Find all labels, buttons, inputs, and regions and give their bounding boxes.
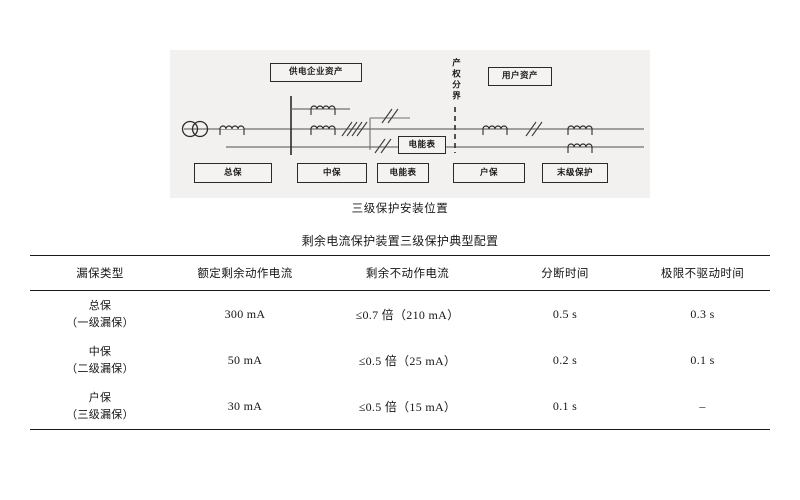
circuit-schematic [181, 96, 644, 155]
column-header-breaking-time: 分断时间 [541, 266, 589, 280]
figure-box-supply-enterprise-assets: 供电企业资产 [270, 63, 362, 82]
figure-box-label: 户保 [479, 167, 498, 178]
cell-leakage-type: 总保 （一级漏保） [30, 291, 170, 338]
cell-leakage-type: 中保 （二级漏保） [30, 337, 170, 383]
figure-diagram: 供电企业资产 用户资产 产权分界 电能表 总保 中保 电能表 户保 末级保护 [170, 50, 650, 198]
cell-limit-non-actuating-time: 0.3 s [690, 306, 715, 321]
cell-breaking-time: 0.2 s [552, 352, 578, 367]
table-row: 户保 （三级漏保） 30 mA ≤0.5 倍（15 mA） 0.1 s – [30, 383, 770, 430]
figure-box-label: 电能表 [389, 167, 417, 178]
table-row: 总保 （一级漏保） 300 mA ≤0.7 倍（210 mA） 0.5 s 0.… [30, 291, 770, 338]
figure-vertical-label-ownership-boundary: 产权分界 [450, 58, 461, 102]
figure-box-final-protection: 末级保护 [542, 163, 608, 183]
cell-breaking-time: 0.5 s [552, 306, 578, 321]
cell-type-sub: （二级漏保） [66, 362, 134, 376]
column-header-leakage-type: 漏保类型 [76, 266, 124, 280]
figure-box-main-protection: 总保 [194, 163, 272, 183]
figure-box-label: 供电企业资产 [288, 67, 343, 78]
cell-type-sub: （三级漏保） [66, 408, 134, 422]
cell-leakage-type: 户保 （三级漏保） [30, 383, 170, 430]
figure-box-user-assets: 用户资产 [488, 67, 552, 86]
cell-non-operating-current: ≤0.5 倍（25 mA） [358, 353, 457, 368]
table-body: 总保 （一级漏保） 300 mA ≤0.7 倍（210 mA） 0.5 s 0.… [30, 291, 770, 430]
figure-box-label: 中保 [322, 167, 341, 178]
protection-configuration-table: 漏保类型 额定剩余动作电流 剩余不动作电流 分断时间 极限不驱动时间 总保 （一… [30, 255, 770, 430]
column-header-non-operating-current: 剩余不动作电流 [365, 266, 450, 280]
cell-limit-non-actuating-time: – [699, 398, 706, 413]
cell-type-main: 中保 [88, 345, 112, 359]
cell-limit-non-actuating-time: 0.1 s [690, 352, 715, 367]
figure-box-energy-meter: 电能表 [377, 163, 429, 183]
figure-box-label: 末级保护 [556, 167, 593, 178]
column-header-limit-non-actuating-time: 极限不驱动时间 [660, 266, 745, 280]
cell-rated-current: 50 mA [227, 352, 263, 367]
table-row: 中保 （二级漏保） 50 mA ≤0.5 倍（25 mA） 0.2 s 0.1 … [30, 337, 770, 383]
figure-box-middle-protection: 中保 [297, 163, 367, 183]
cell-breaking-time: 0.1 s [552, 398, 578, 413]
figure-caption: 三级保护安装位置 [351, 201, 449, 215]
table-header: 漏保类型 额定剩余动作电流 剩余不动作电流 分断时间 极限不驱动时间 [30, 255, 770, 291]
cell-rated-current: 300 mA [224, 306, 266, 321]
figure-box-label: 总保 [223, 167, 242, 178]
figure-box-label: 电能表 [408, 139, 436, 150]
cell-type-main: 总保 [88, 299, 112, 312]
figure-box-household-protection: 户保 [453, 163, 525, 183]
figure-box-label: 用户资产 [501, 71, 538, 82]
table-caption: 剩余电流保护装置三级保护典型配置 [301, 234, 499, 248]
cell-rated-current: 30 mA [227, 398, 263, 413]
column-header-rated-current: 额定剩余动作电流 [197, 266, 293, 280]
figure-inline-box-energy-meter: 电能表 [398, 136, 446, 154]
cell-non-operating-current: ≤0.5 倍（15 mA） [358, 399, 457, 414]
table-header-row: 漏保类型 额定剩余动作电流 剩余不动作电流 分断时间 极限不驱动时间 [30, 255, 770, 291]
cell-type-sub: （一级漏保） [66, 316, 134, 330]
cell-type-main: 户保 [88, 391, 112, 405]
cell-non-operating-current: ≤0.7 倍（210 mA） [355, 307, 460, 322]
